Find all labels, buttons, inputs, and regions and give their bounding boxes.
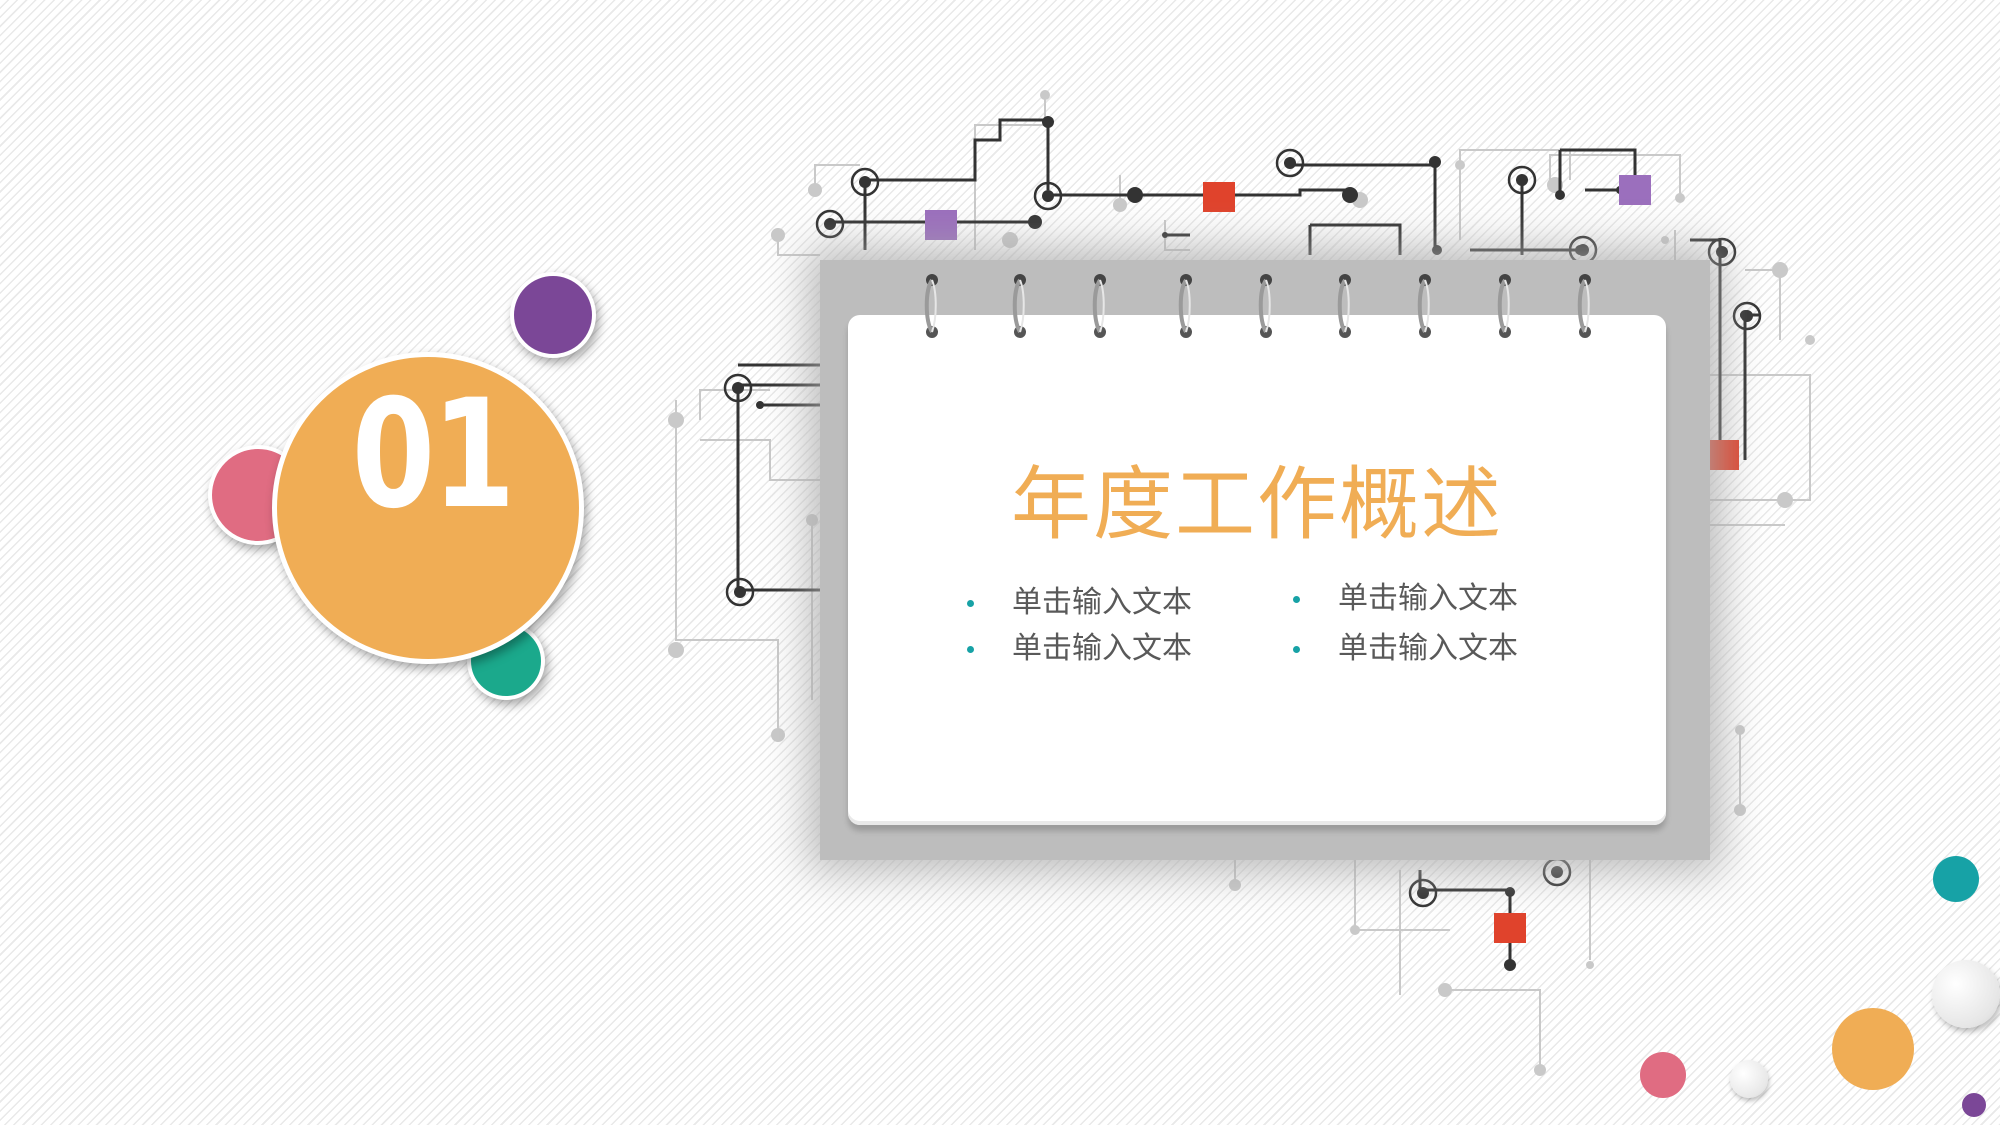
notebook-page	[848, 315, 1666, 825]
bullet-dot	[967, 600, 974, 607]
spiral-ring	[1009, 270, 1031, 340]
teal-dot	[1933, 856, 1979, 902]
spiral-ring	[1334, 270, 1356, 340]
white-dot-small	[1730, 1060, 1768, 1098]
spiral-ring	[1414, 270, 1436, 340]
spiral-ring	[1255, 270, 1277, 340]
section-number-badge	[272, 352, 584, 664]
bullet-dot	[1293, 646, 1300, 653]
spiral-ring	[1574, 270, 1596, 340]
bullet-dot	[1293, 596, 1300, 603]
orange-dot	[1832, 1008, 1914, 1090]
purple-dot	[510, 272, 596, 358]
section-number: 01	[351, 368, 516, 542]
bullet-item[interactable]: 单击输入文本	[1338, 581, 1518, 616]
bullet-item[interactable]: 单击输入文本	[1338, 631, 1518, 666]
section-title: 年度工作概述	[1011, 458, 1503, 551]
spiral-ring	[1494, 270, 1516, 340]
bullet-item[interactable]: 单击输入文本	[1012, 585, 1192, 620]
white-dot	[1932, 960, 2000, 1028]
purple-dot-small	[1962, 1093, 1986, 1117]
bullet-item[interactable]: 单击输入文本	[1012, 631, 1192, 666]
pink-dot-small	[1640, 1052, 1686, 1098]
spiral-ring	[921, 270, 943, 340]
bullet-dot	[967, 646, 974, 653]
spiral-ring	[1175, 270, 1197, 340]
spiral-ring	[1089, 270, 1111, 340]
